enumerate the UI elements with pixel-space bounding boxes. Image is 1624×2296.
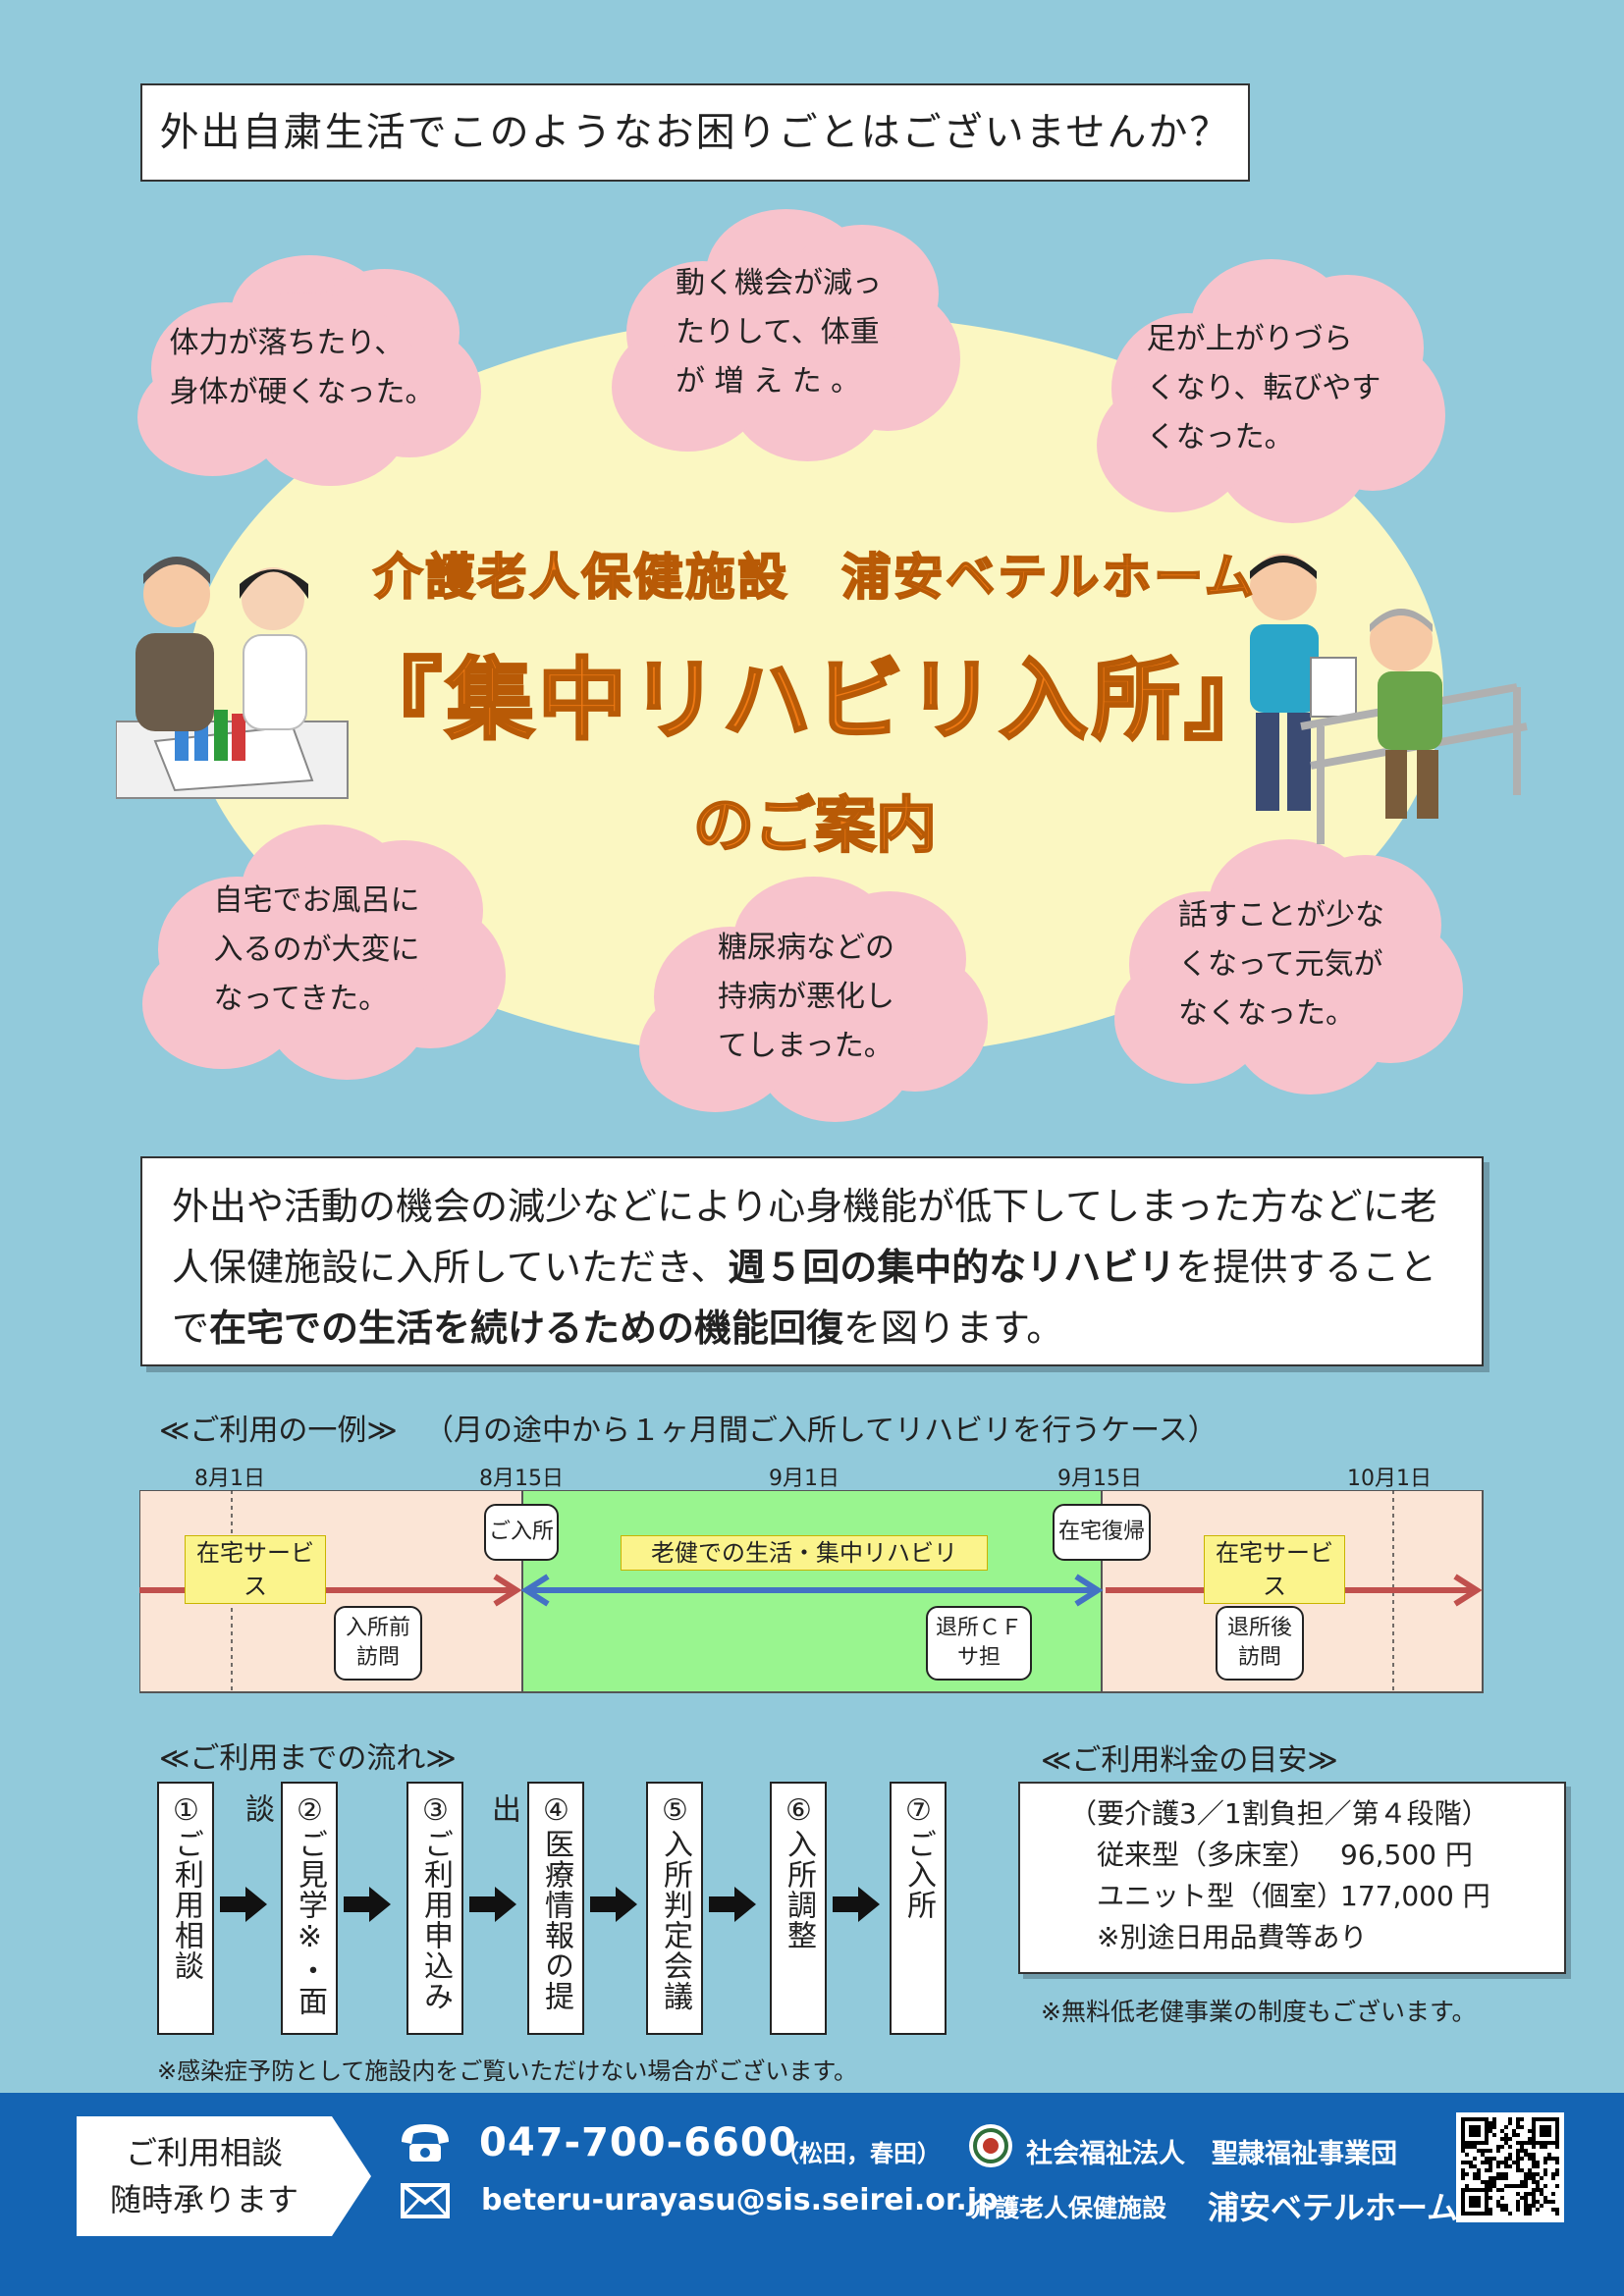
example-title: ≪ご利用の一例≫ [159, 1414, 398, 1448]
flow-arrow-icon [344, 1885, 393, 1928]
fee-row-2: ユニット型（個室） 177,000 円 [1020, 1876, 1564, 1917]
box-pre-visit: 入所前 訪問 [334, 1606, 422, 1681]
qr-code[interactable] [1456, 2112, 1564, 2222]
fee-condition: （要介護3／1割負担／第４段階） [1069, 1797, 1489, 1830]
label-home-service-1: 在宅サービス [185, 1535, 326, 1604]
flow-arrow-icon [833, 1885, 882, 1928]
label-center-rehab: 老健での生活・集中リハビリ [621, 1535, 988, 1571]
cloud-text: 足が上がりづら くなり、転びやす くなった。 [1146, 321, 1381, 454]
email-address[interactable]: beteru-urayasu@sis.seirei.or.jp [481, 2183, 999, 2217]
facility-type: 介護老人保健施設 [970, 2194, 1167, 2222]
cloud-text: 糖尿病などの 持病が悪化し てしまった。 [718, 930, 894, 1063]
flow-step-7: ⑦ご入所 [890, 1782, 947, 2035]
consult-line-2: 随時承ります [109, 2181, 298, 2218]
description-bold-1: 週５回の集中的なリハビリ [728, 1246, 1176, 1289]
flow-title: ≪ご利用までの流れ≫ [159, 1741, 457, 1776]
flow-step-1: ①ご利用相談 [157, 1782, 214, 2035]
flow-step-3: ③ご利用申込み [406, 1782, 463, 2035]
organization-emblem-icon [969, 2124, 1012, 2167]
consult-box: ご利用相談 随時承ります [77, 2116, 332, 2236]
flow-step-2: ②ご見学※・面談 [240, 1782, 338, 2035]
date-oct-1: 10月1日 [1347, 1467, 1432, 1491]
box-admission: ご入所 [484, 1504, 559, 1561]
phone-icon [402, 2124, 449, 2162]
therapist-elder-illustration [1250, 554, 1528, 844]
flow-step-4: ④医療情報の提出 [486, 1782, 584, 2035]
organization-name: 社会福祉法人 聖隷福祉事業団 [1026, 2139, 1397, 2169]
staff-elder-illustration [116, 557, 349, 799]
flow-arrow-icon [469, 1885, 518, 1928]
fee-price-1: 96,500 円 [1340, 1839, 1473, 1871]
phone-contact-names: （松田，春田） [776, 2140, 941, 2167]
flow-note: ※感染症予防として施設内をご覧いただけない場合がございます。 [157, 2057, 857, 2085]
mail-icon [401, 2183, 450, 2218]
consult-line-1: ご利用相談 [125, 2134, 283, 2171]
fee-note-inside: ※別途日用品費等あり [1097, 1921, 1368, 1953]
cloud-text: 話すことが少な くなって元気が なくなった。 [1178, 897, 1384, 1031]
cloud-chronic: 糖尿病などの 持病が悪化し てしまった。 [624, 872, 988, 1122]
date-aug-15: 8月15日 [479, 1467, 564, 1491]
example-subtitle: （月の途中から１ヶ月間ご入所してリハビリを行うケース） [424, 1414, 1218, 1448]
fee-box: （要介護3／1割負担／第４段階） 従来型（多床室） 96,500 円 ユニット型… [1018, 1782, 1566, 1974]
box-discharge-cf: 退所ＣＦ サ担 [926, 1606, 1032, 1681]
sub-title: のご案内 [692, 788, 938, 862]
fee-row-1: 従来型（多床室） 96,500 円 [1020, 1835, 1564, 1876]
date-sep-1: 9月1日 [769, 1467, 839, 1491]
cloud-bath: 自宅でお風呂に 入るのが大変に なってきた。 [128, 820, 506, 1080]
cloud-talk: 話すことが少な くなって元気が なくなった。 [1100, 834, 1463, 1095]
fee-title: ≪ご利用料金の目安≫ [1041, 1743, 1338, 1778]
fee-type-2: ユニット型（個室） [1097, 1880, 1345, 1912]
cloud-text: 自宅でお風呂に 入るのが大変に なってきた。 [213, 882, 420, 1016]
cloud-text: 体力が落ちたり、 身体が硬くなった。 [169, 326, 435, 409]
description-box: 外出や活動の機会の減少などにより心身機能が低下してしまった方などに老人保健施設に… [140, 1156, 1484, 1366]
cloud-weight: 動く機会が減っ たりして、体重 が 増 え た 。 [597, 204, 960, 461]
facility-title: 介護老人保健施設 浦安ベテルホーム [372, 548, 1257, 607]
flow-arrow-icon [220, 1885, 269, 1928]
cloud-stamina: 体力が落ちたり、 身体が硬くなった。 [123, 250, 481, 486]
qr-code-icon [1461, 2117, 1559, 2216]
flow-step-5: ⑤入所判定会議 [646, 1782, 703, 2035]
phone-number[interactable]: 047-700-6600 [479, 2120, 797, 2165]
flow-arrow-icon [709, 1885, 758, 1928]
description-text-1: 外出や活動の機会の減少などにより心身機能が低下してしまった方などに老人保健施設に… [172, 1185, 1437, 1289]
date-sep-15: 9月15日 [1057, 1467, 1142, 1491]
fee-note-outside: ※無料低老健事業の制度もございます。 [1041, 1998, 1477, 2026]
cloud-text: 動く機会が減っ たりして、体重 が 増 え た 。 [676, 266, 882, 399]
facility-name: 浦安ベテルホーム [1208, 2189, 1459, 2226]
cloud-legs: 足が上がりづら くなり、転びやす くなった。 [1082, 253, 1445, 523]
description-bold-2: 在宅での生活を続けるための機能回復 [209, 1307, 844, 1350]
date-aug-1: 8月1日 [194, 1467, 265, 1491]
box-post-visit: 退所後 訪問 [1216, 1606, 1304, 1681]
box-return-home: 在宅復帰 [1053, 1504, 1151, 1561]
fee-type-1: 従来型（多床室） [1097, 1839, 1318, 1871]
main-title: 『集中リハビリ入所』 [352, 648, 1276, 754]
timeline-chart [139, 1490, 1484, 1693]
label-home-service-2: 在宅サービス [1204, 1535, 1345, 1604]
flow-arrow-icon [590, 1885, 639, 1928]
description-text-3: を図ります。 [843, 1307, 1064, 1350]
consult-arrow-tip [332, 2116, 371, 2236]
fee-price-2: 177,000 円 [1340, 1880, 1490, 1912]
flow-step-6: ⑥入所調整 [770, 1782, 827, 2035]
top-question: 外出自粛生活でこのようなお困りごとはございませんか？ [140, 83, 1250, 182]
description-text-2: を提供することで [172, 1246, 1437, 1350]
